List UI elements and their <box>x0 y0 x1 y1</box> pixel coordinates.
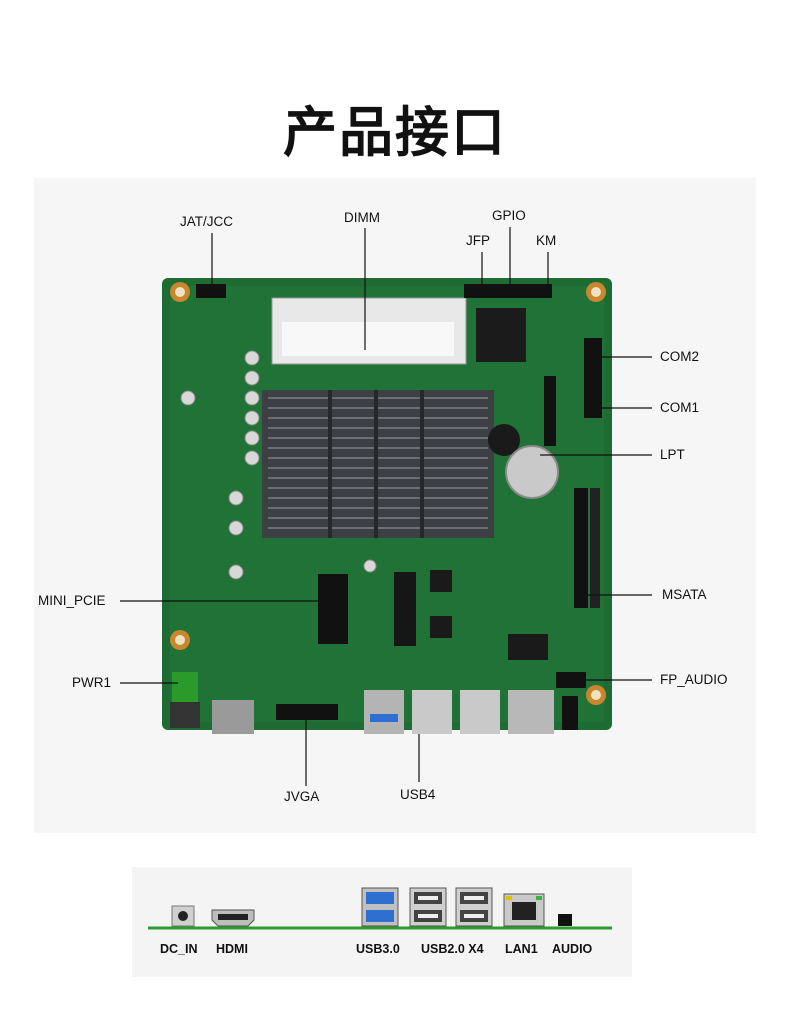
io-label-dc-in: DC_IN <box>160 942 198 956</box>
capacitors <box>180 350 377 580</box>
audio-icon <box>558 914 572 926</box>
label-lpt: LPT <box>660 447 685 462</box>
hdmi-port <box>212 700 254 734</box>
cmos-battery <box>505 445 559 499</box>
msata-slot <box>394 572 416 646</box>
usb3-icon <box>361 887 399 927</box>
label-msata: MSATA <box>662 587 707 602</box>
usb2-port-stack-b <box>460 690 500 734</box>
label-com1: COM1 <box>660 400 700 415</box>
dc-jack <box>170 702 200 728</box>
io-chip <box>476 308 526 362</box>
label-usb4: USB4 <box>400 787 436 802</box>
label-pwr1: PWR1 <box>72 675 112 690</box>
label-gpio: GPIO <box>492 208 526 223</box>
usb2-icon-b <box>455 887 493 927</box>
label-dimm: DIMM <box>344 210 380 225</box>
pwr1-connector <box>172 672 198 702</box>
io-label-usb20: USB2.0 X4 <box>421 942 484 956</box>
label-fp-audio: FP_AUDIO <box>660 672 728 687</box>
label-mini-pcie: MINI_PCIE <box>38 593 106 608</box>
io-label-hdmi: HDMI <box>216 942 248 956</box>
io-label-lan1: LAN1 <box>505 942 538 956</box>
usb2-port-stack-a <box>412 690 452 734</box>
usb2-icon-a <box>409 887 447 927</box>
label-jvga: JVGA <box>284 789 320 804</box>
mounting-holes <box>170 282 606 705</box>
page-title: 产品接口 <box>283 101 507 164</box>
usb3-port-stack <box>364 690 404 734</box>
label-jfp: JFP <box>466 233 491 248</box>
io-label-audio: AUDIO <box>552 942 593 956</box>
lan-port <box>508 690 554 734</box>
lan-icon <box>503 893 545 927</box>
mini-pcie-slot <box>318 574 348 644</box>
top-headers <box>464 284 552 298</box>
io-label-usb30: USB3.0 <box>356 942 400 956</box>
audio-jack <box>562 696 578 730</box>
label-jat-jcc: JAT/JCC <box>180 214 233 229</box>
label-km: KM <box>536 233 557 248</box>
cpu-heatsink <box>262 390 494 538</box>
dc-in-icon <box>171 905 195 927</box>
hdmi-icon <box>211 909 255 927</box>
com-headers <box>584 338 602 418</box>
label-com2: COM2 <box>660 349 700 364</box>
buzzer <box>488 424 520 456</box>
lpt-header <box>574 488 588 608</box>
leader-lines <box>120 227 652 786</box>
jvga-header <box>276 704 338 720</box>
fp-audio-header <box>556 672 586 688</box>
